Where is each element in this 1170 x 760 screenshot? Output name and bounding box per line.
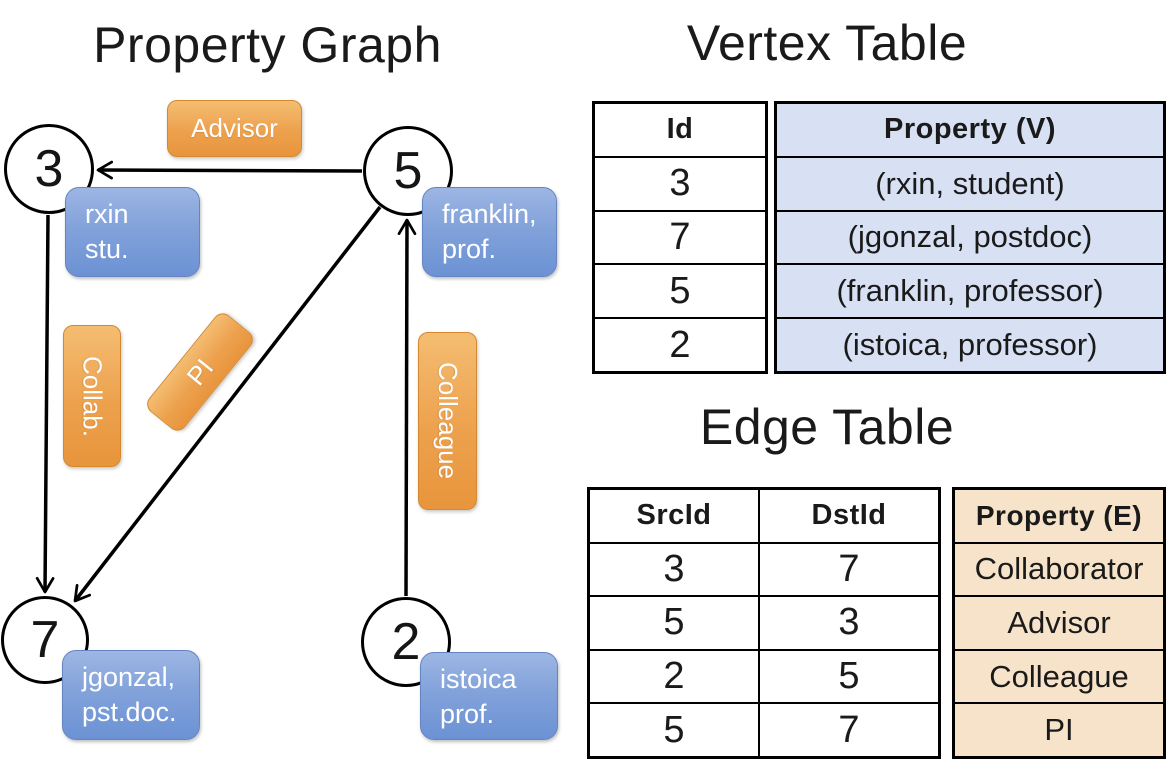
- edge-table-srcid-column: SrcId 3 5 2 5: [590, 490, 760, 756]
- vertex-id-cell: 3: [595, 155, 765, 210]
- vertex-property-line: jgonzal,: [82, 662, 176, 692]
- vertex-property-box-franklin: franklin, prof.: [422, 187, 557, 277]
- edge-2-to-5: [397, 218, 417, 597]
- edge-label-text: Collab.: [77, 355, 108, 437]
- dstid-header: DstId: [811, 499, 887, 532]
- vertex-property-box-istoica: istoica prof.: [420, 652, 558, 740]
- srcid-cell: 3: [590, 541, 758, 596]
- vertex-property-line: pst.doc.: [82, 697, 177, 727]
- node-3-id: 3: [34, 140, 64, 198]
- vertex-property-cell: (jgonzal, postdoc): [777, 209, 1163, 264]
- vertex-property-line: franklin,: [442, 199, 537, 229]
- srcid-cell: 2: [590, 648, 758, 703]
- srcid-cell: 5: [590, 702, 758, 756]
- node-7-id: 7: [30, 611, 60, 669]
- vertex-property-line: rxin: [85, 199, 129, 229]
- vertex-property-box-jgonzal: jgonzal, pst.doc.: [62, 650, 200, 740]
- edge-table-dstid-column: DstId 7 3 5 7: [760, 490, 938, 756]
- graph-node-2: 2: [361, 597, 451, 687]
- vertex-table-id-column: Id 3 7 5 2: [592, 101, 768, 374]
- edge-table-property-column: Property (E) Collaborator Advisor Collea…: [952, 487, 1166, 759]
- edge-5-to-3: [96, 160, 363, 180]
- graph-node-5: 5: [363, 126, 453, 216]
- vertex-id-cell: 7: [595, 209, 765, 264]
- srcid-cell: 5: [590, 595, 758, 649]
- graph-edges: [35, 160, 417, 603]
- edge-label-text: Advisor: [191, 113, 278, 143]
- edge-label-text: Colleague: [433, 362, 463, 480]
- vertex-id-cell: 2: [595, 317, 765, 371]
- edge-label-text: PI: [180, 352, 219, 391]
- srcid-header: SrcId: [636, 499, 712, 532]
- vertex-property-cell: (rxin, student): [777, 155, 1163, 210]
- vertex-table-property-column: Property (V) (rxin, student) (jgonzal, p…: [774, 101, 1166, 374]
- node-5-id: 5: [393, 142, 423, 200]
- vertex-property-header: Property (V): [884, 113, 1056, 146]
- vertex-property-line: prof.: [442, 234, 497, 264]
- edge-property-cell: Collaborator: [955, 541, 1163, 596]
- edge-property-cell: Advisor: [955, 595, 1163, 649]
- vertex-property-cell: (istoica, professor): [777, 317, 1163, 371]
- vertex-property-line: prof.: [440, 699, 495, 729]
- dstid-cell: 5: [760, 648, 938, 703]
- dstid-cell: 3: [760, 595, 938, 649]
- vertex-id-header: Id: [666, 113, 694, 146]
- vertex-property-line: istoica: [440, 664, 517, 694]
- vertex-property-line: stu.: [85, 234, 129, 264]
- edge-label-colleague: Colleague: [418, 332, 477, 510]
- edge-table-title: Edge Table: [699, 399, 955, 455]
- edge-property-header: Property (E): [975, 499, 1143, 531]
- property-graph-title: Property Graph: [93, 17, 442, 73]
- dstid-cell: 7: [760, 702, 938, 756]
- edge-label-collab: Collab.: [63, 325, 121, 467]
- edge-table-id-columns: SrcId 3 5 2 5 DstId 7 3 5 7: [587, 487, 941, 759]
- edge-property-cell: Colleague: [955, 648, 1163, 703]
- edge-5-to-7: [73, 205, 382, 603]
- vertex-property-cell: (franklin, professor): [777, 263, 1163, 317]
- vertex-property-box-rxin: rxin stu.: [65, 187, 200, 277]
- edge-property-cell: PI: [955, 702, 1163, 756]
- vertex-id-cell: 5: [595, 263, 765, 317]
- dstid-cell: 7: [760, 541, 938, 596]
- vertex-table-title: Vertex Table: [686, 15, 968, 71]
- edge-label-advisor: Advisor: [167, 100, 302, 157]
- edge-3-to-7: [35, 214, 55, 594]
- node-2-id: 2: [391, 613, 421, 671]
